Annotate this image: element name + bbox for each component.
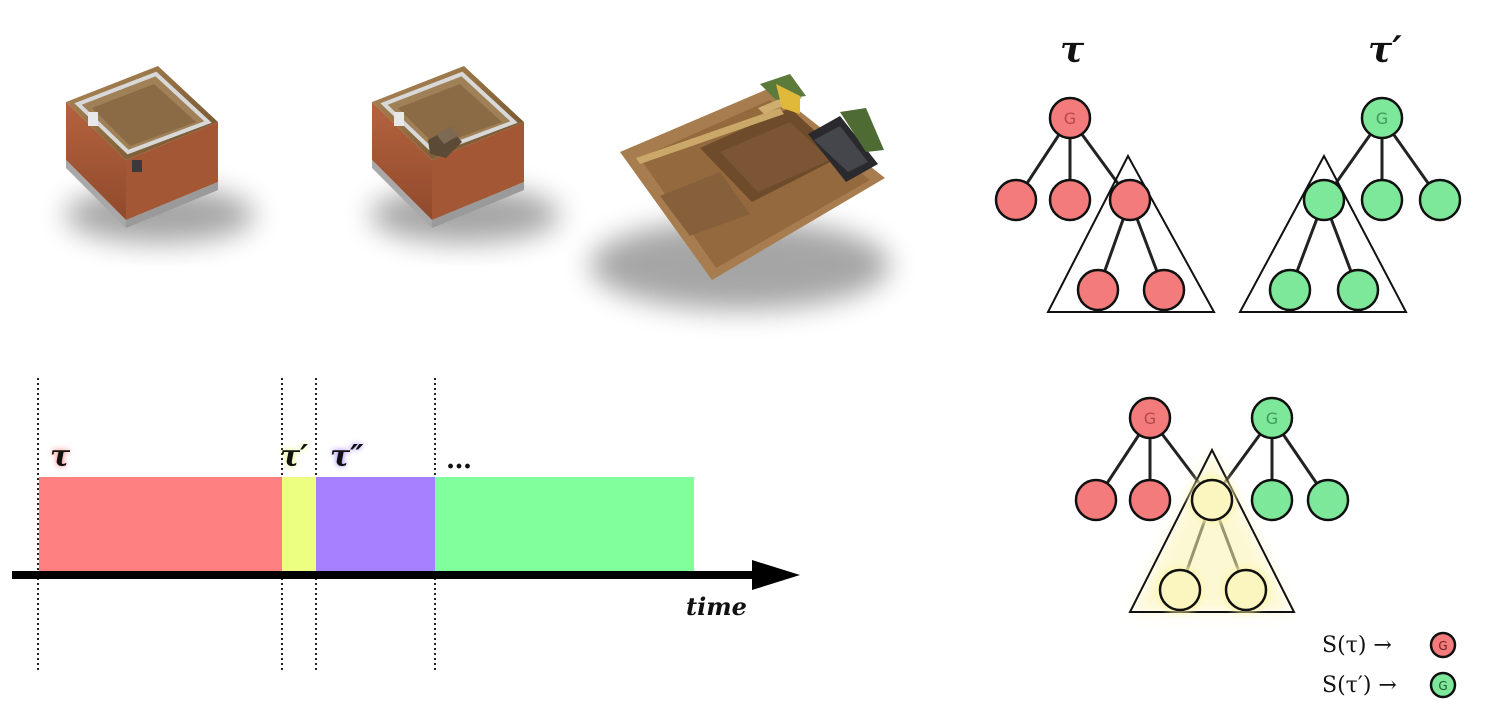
legend: S(τ) → G S(τ′) → G	[1322, 631, 1457, 699]
excavation-model-2	[370, 66, 560, 243]
tree-merged-red-root-glyph: G	[1144, 409, 1156, 428]
legend-row-2-green-node	[1429, 671, 1457, 699]
tree-tau-root-node	[1048, 96, 1092, 140]
tree-tau-subtree-triangle	[1046, 153, 1216, 313]
tree-tau-node	[1142, 268, 1186, 312]
tree-tau-prime-root-glyph: G	[1376, 109, 1388, 128]
time-axis-label: time	[686, 592, 747, 621]
segment-tau-double-prime	[316, 477, 435, 571]
segment-tau-label: τ	[50, 439, 71, 474]
tree-merged-subtree-triangle	[1128, 447, 1296, 613]
time-axis-arrowhead	[752, 560, 800, 590]
segment-tau-glow: τ	[50, 439, 71, 474]
tree-merged: G G	[1074, 396, 1350, 614]
tree-tau-prime-node	[1360, 178, 1404, 222]
segment-tau-prime	[282, 477, 316, 571]
segment-tau	[39, 477, 282, 571]
tree-tau: τ G	[994, 29, 1216, 313]
segment-tau-double-prime-glow: τ″	[330, 439, 364, 474]
tree-tau-node	[994, 178, 1038, 222]
tree-merged-red-node	[1074, 478, 1118, 522]
tree-merged-green-root-glyph: G	[1266, 409, 1278, 428]
segment-tau-prime-label: τ′	[280, 439, 308, 474]
tree-tau-root-glyph: G	[1064, 109, 1076, 128]
legend-row-1-glyph: G	[1438, 639, 1447, 653]
tree-merged-shared-node	[1224, 568, 1268, 612]
tree-tau-prime: τ′ G	[1238, 29, 1462, 313]
tree-merged-red-root-node	[1128, 396, 1172, 440]
tree-tau-node	[1048, 178, 1092, 222]
tree-merged-green-node	[1250, 478, 1294, 522]
tree-tau-prime-root-node	[1360, 96, 1404, 140]
tree-merged-red-node	[1128, 478, 1172, 522]
tree-tau-title: τ	[1060, 29, 1085, 71]
tree-merged-shared-node	[1158, 568, 1202, 612]
tree-merged-green-root-node	[1250, 396, 1294, 440]
tree-merged-green-node	[1306, 478, 1350, 522]
segment-ellipsis	[435, 477, 694, 571]
legend-row-2-glyph: G	[1438, 679, 1447, 693]
excavation-textured-mesh	[590, 74, 890, 310]
tree-tau-prime-node	[1302, 178, 1346, 222]
segment-ellipsis-label: …	[446, 445, 472, 475]
tree-tau-node	[1076, 268, 1120, 312]
tree-tau-prime-title: τ′	[1368, 29, 1402, 71]
timeline: τ τ τ′ τ′ τ″ τ″ … time	[12, 378, 800, 672]
tree-merged-shared-node	[1190, 478, 1234, 522]
segment-tau-double-prime-label: τ″	[330, 439, 364, 474]
tree-tau-prime-node	[1268, 268, 1312, 312]
legend-row-1-red-node	[1429, 631, 1457, 659]
excavation-model-1	[65, 66, 255, 243]
legend-row-2-text: S(τ′) →	[1322, 673, 1397, 698]
segment-tau-prime-glow: τ′	[280, 439, 308, 474]
time-axis	[12, 571, 760, 579]
tree-tau-prime-node	[1336, 268, 1380, 312]
tree-tau-prime-node	[1418, 178, 1462, 222]
legend-row-1-text: S(τ) →	[1322, 633, 1392, 658]
tree-tau-prime-subtree-triangle	[1238, 153, 1408, 313]
tree-tau-node	[1108, 178, 1152, 222]
